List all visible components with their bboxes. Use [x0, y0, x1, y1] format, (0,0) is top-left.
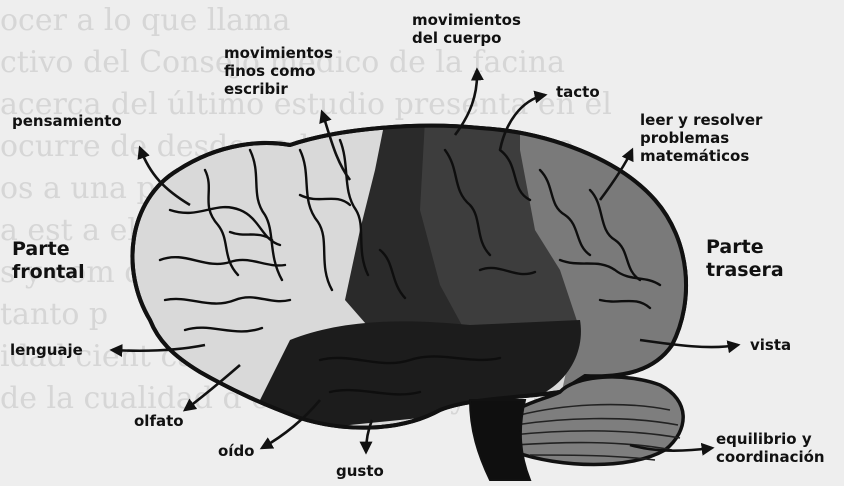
label-line: coordinación — [716, 448, 825, 466]
label-olfato: olfato — [134, 412, 184, 430]
label-vista: vista — [750, 336, 791, 354]
label-line: leer y resolver — [640, 111, 762, 129]
label-leer: leer y resolver problemas matemáticos — [640, 111, 762, 165]
label-line: matemáticos — [640, 147, 762, 165]
label-pensamiento: pensamiento — [12, 112, 122, 130]
label-line: problemas — [640, 129, 762, 147]
label-line: trasera — [706, 259, 784, 282]
label-line: Parte — [12, 238, 85, 261]
label-parte-trasera: Parte trasera — [706, 236, 784, 282]
label-line: Parte — [706, 236, 784, 259]
label-tacto: tacto — [556, 83, 600, 101]
label-line: frontal — [12, 261, 85, 284]
label-line: movimientos — [412, 11, 521, 29]
label-lenguaje: lenguaje — [10, 341, 83, 359]
label-line: finos como — [224, 62, 333, 80]
label-line: equilibrio y — [716, 430, 825, 448]
label-movimientos-cuerpo: movimientos del cuerpo — [412, 11, 521, 47]
brain-stem — [470, 400, 530, 480]
label-line: movimientos — [224, 44, 333, 62]
label-gusto: gusto — [336, 462, 384, 480]
label-movimientos-finos: movimientos finos como escribir — [224, 44, 333, 98]
label-parte-frontal: Parte frontal — [12, 238, 85, 284]
label-line: escribir — [224, 80, 333, 98]
label-oido: oído — [218, 442, 255, 460]
label-equilibrio: equilibrio y coordinación — [716, 430, 825, 466]
label-line: del cuerpo — [412, 29, 521, 47]
